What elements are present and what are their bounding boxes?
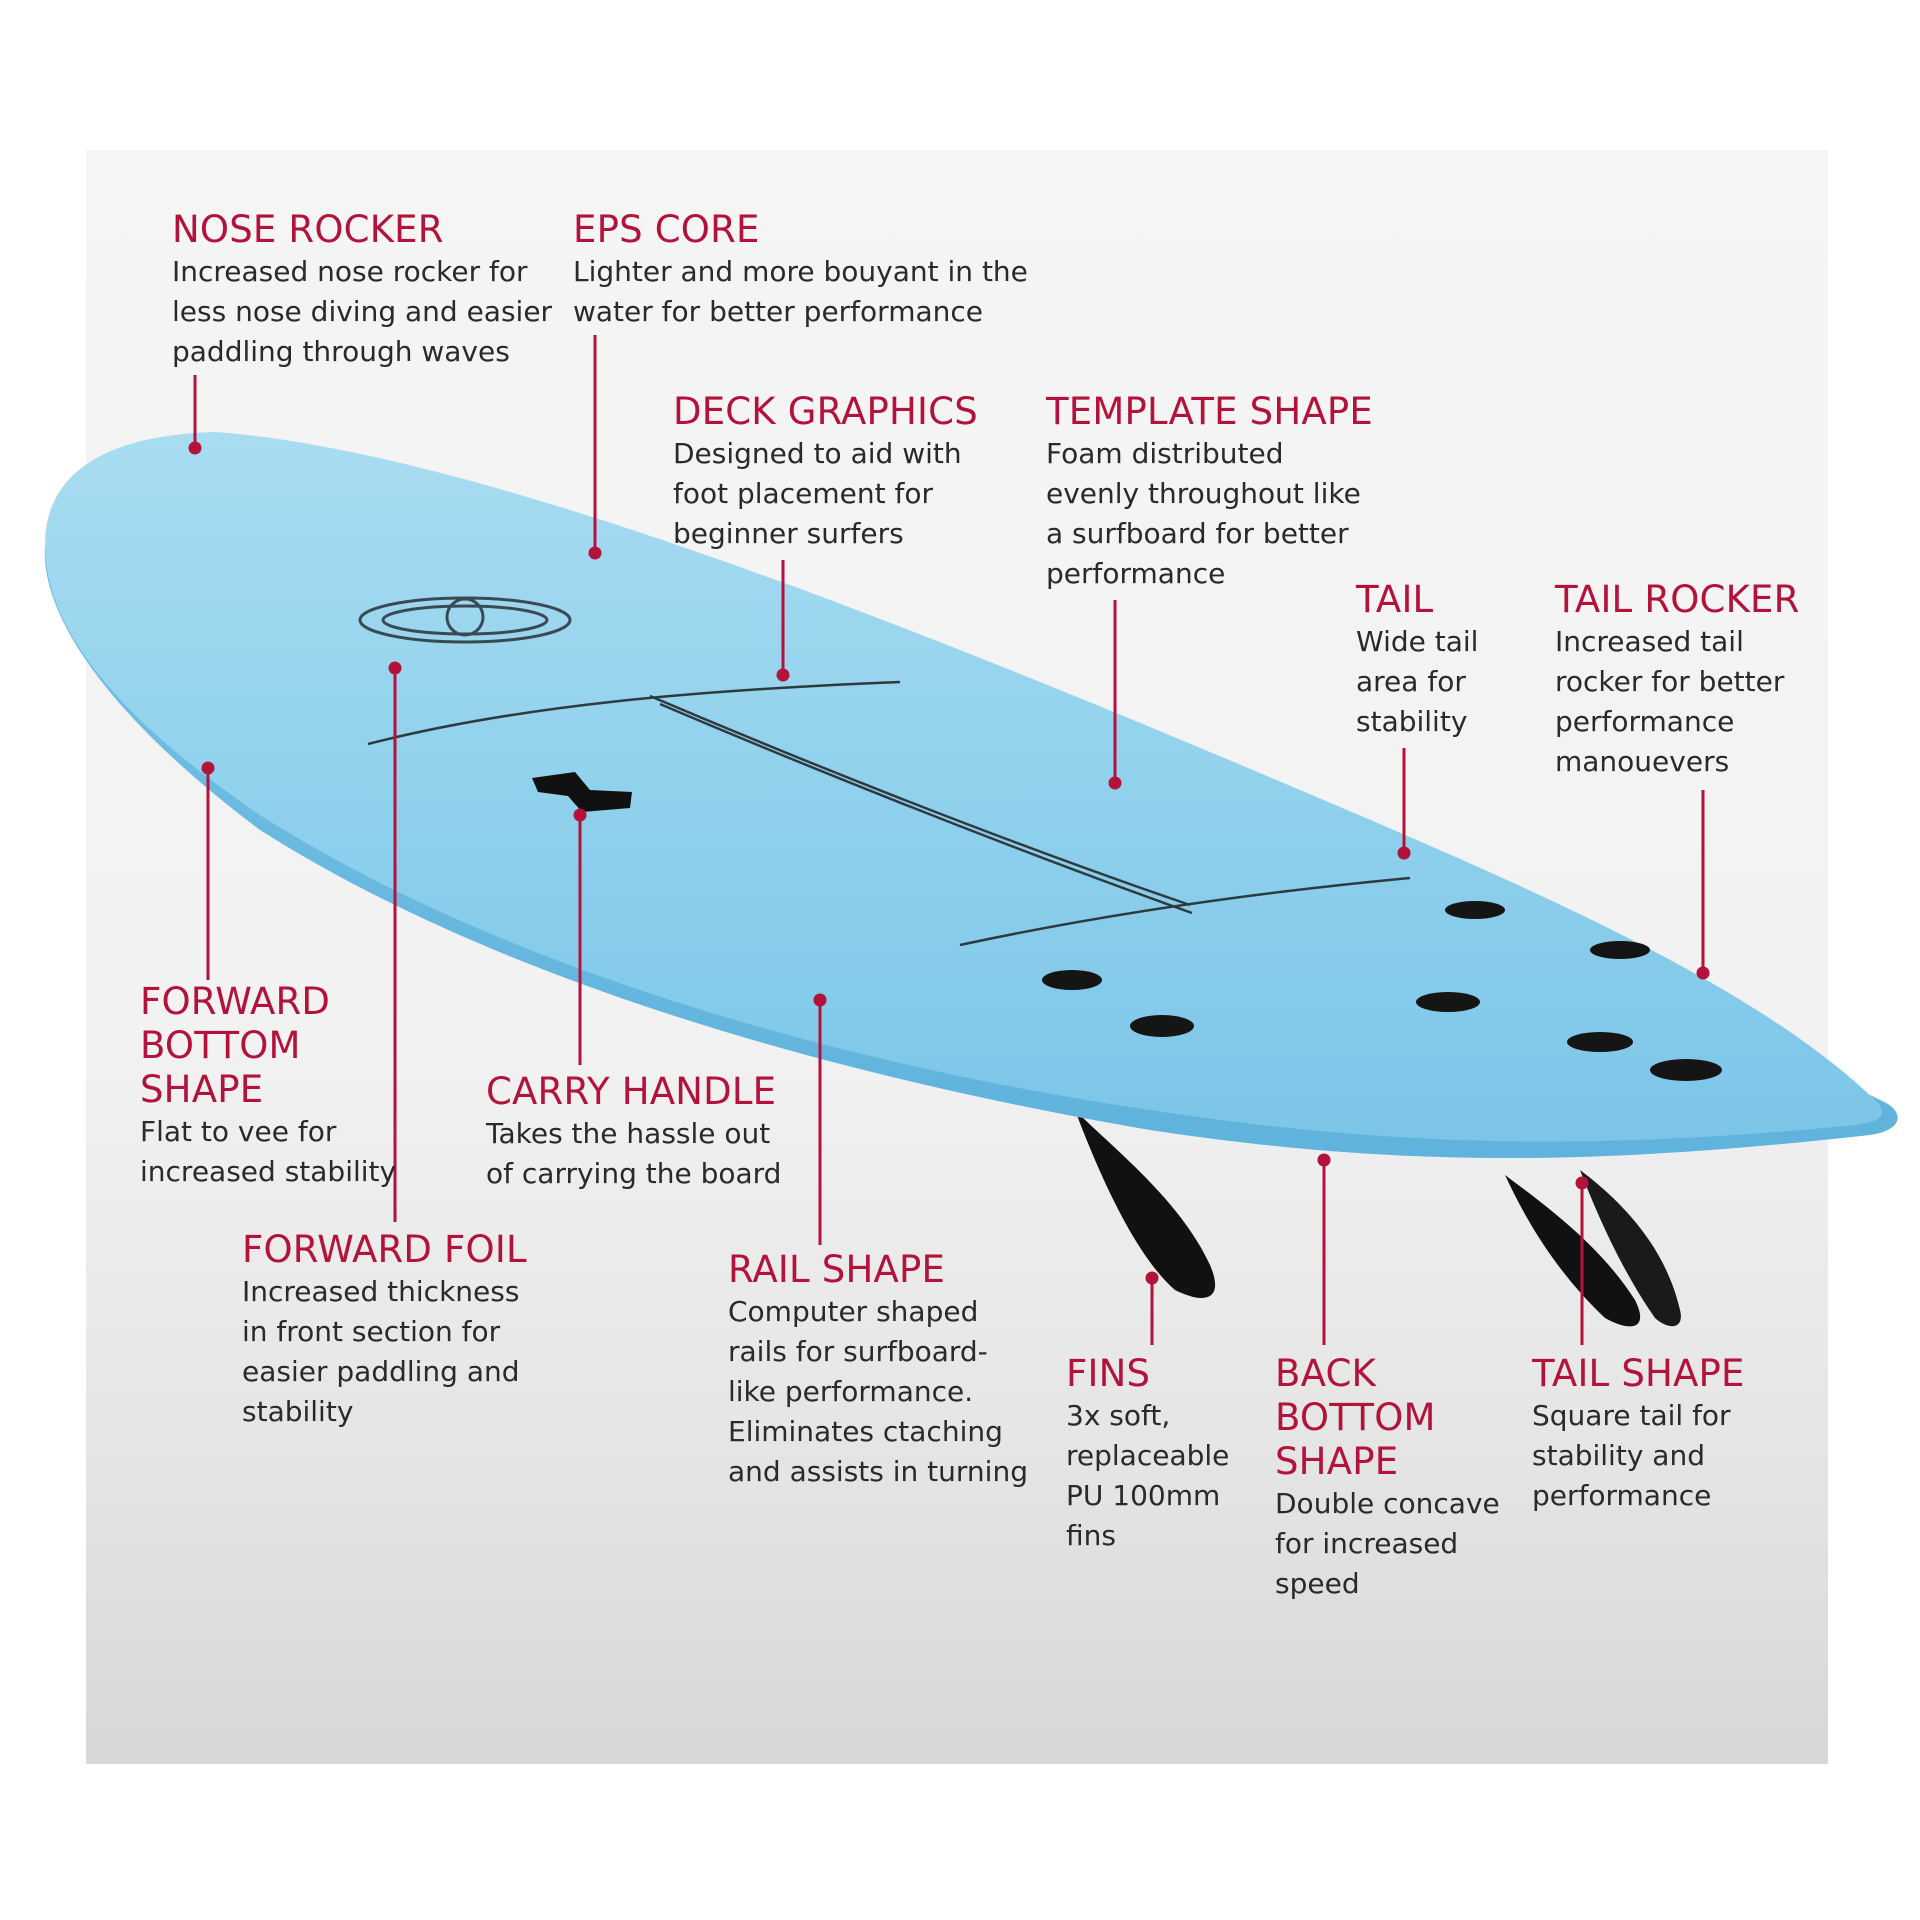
callout-rail-shape: RAIL SHAPE Computer shaped rails for sur… bbox=[728, 1248, 1028, 1492]
nose-rocker-description: Increased nose rocker for less nose divi… bbox=[172, 255, 553, 368]
callout-forward-foil: FORWARD FOIL Increased thickness in fron… bbox=[242, 1228, 527, 1432]
forward-foil-description: Increased thickness in front section for… bbox=[242, 1275, 520, 1428]
template-shape-title: TEMPLATE SHAPE bbox=[1046, 390, 1373, 433]
callout-tail-shape: TAIL SHAPE Square tail for stability and… bbox=[1532, 1352, 1745, 1516]
deck-graphic-lines bbox=[367, 680, 1411, 947]
tail-title: TAIL bbox=[1356, 578, 1434, 621]
callout-back-bottom-shape: BACK BOTTOM SHAPE Double concave for inc… bbox=[1275, 1352, 1500, 1604]
callout-deck-graphics: DECK GRAPHICS Designed to aid with foot … bbox=[673, 390, 978, 554]
side-fin-left bbox=[1505, 1175, 1641, 1327]
back-bottom-shape-description: Double concave for increased speed bbox=[1275, 1487, 1500, 1600]
carry-handle-shape bbox=[532, 772, 632, 812]
deck-graphics-description: Designed to aid with foot placement for … bbox=[673, 437, 962, 550]
callout-eps-core: EPS CORE Lighter and more bouyant in the… bbox=[573, 208, 1028, 332]
tail-shape-description: Square tail for stability and performanc… bbox=[1532, 1399, 1731, 1512]
brand-logo bbox=[358, 596, 572, 644]
eps-core-title: EPS CORE bbox=[573, 208, 760, 251]
callout-template-shape: TEMPLATE SHAPE Foam distributed evenly t… bbox=[1046, 390, 1373, 594]
callout-tail: TAIL Wide tail area for stability bbox=[1356, 578, 1478, 742]
fins-description: 3x soft, replaceable PU 100mm fins bbox=[1066, 1399, 1230, 1552]
tail-shape-title: TAIL SHAPE bbox=[1532, 1352, 1745, 1395]
callout-forward-bottom-shape: FORWARD BOTTOM SHAPE Flat to vee for inc… bbox=[140, 980, 396, 1192]
nose-rocker-title: NOSE ROCKER bbox=[172, 208, 444, 251]
callout-nose-rocker: NOSE ROCKER Increased nose rocker for le… bbox=[172, 208, 552, 372]
forward-bottom-shape-title: FORWARD BOTTOM SHAPE bbox=[140, 980, 331, 1111]
rail-shape-title: RAIL SHAPE bbox=[728, 1248, 946, 1291]
fin-plugs bbox=[1042, 901, 1722, 1081]
carry-handle-title: CARRY HANDLE bbox=[486, 1070, 777, 1113]
tail-rocker-description: Increased tail rocker for better perform… bbox=[1555, 625, 1785, 778]
deck-graphics-title: DECK GRAPHICS bbox=[673, 390, 978, 433]
template-shape-description: Foam distributed evenly throughout like … bbox=[1046, 437, 1361, 590]
callout-carry-handle: CARRY HANDLE Takes the hassle out of car… bbox=[486, 1070, 781, 1194]
rail-shape-description: Computer shaped rails for surfboard- lik… bbox=[728, 1295, 1028, 1488]
callout-fins: FINS 3x soft, replaceable PU 100mm fins bbox=[1066, 1352, 1229, 1556]
tail-rocker-title: TAIL ROCKER bbox=[1555, 578, 1800, 621]
board-surface bbox=[45, 432, 1883, 1142]
callout-tail-rocker: TAIL ROCKER Increased tail rocker for be… bbox=[1555, 578, 1800, 782]
forward-bottom-shape-description: Flat to vee for increased stability bbox=[140, 1115, 397, 1188]
carry-handle-description: Takes the hassle out of carrying the boa… bbox=[486, 1117, 782, 1190]
side-fin-right bbox=[1580, 1170, 1681, 1327]
eps-core-description: Lighter and more bouyant in the water fo… bbox=[573, 255, 1028, 328]
forward-foil-title: FORWARD FOIL bbox=[242, 1228, 527, 1271]
leader-lines bbox=[188, 335, 1710, 1345]
tail-description: Wide tail area for stability bbox=[1356, 625, 1479, 738]
center-fin bbox=[1075, 1110, 1216, 1298]
fins-title: FINS bbox=[1066, 1352, 1151, 1395]
back-bottom-shape-title: BACK BOTTOM SHAPE bbox=[1275, 1352, 1436, 1483]
